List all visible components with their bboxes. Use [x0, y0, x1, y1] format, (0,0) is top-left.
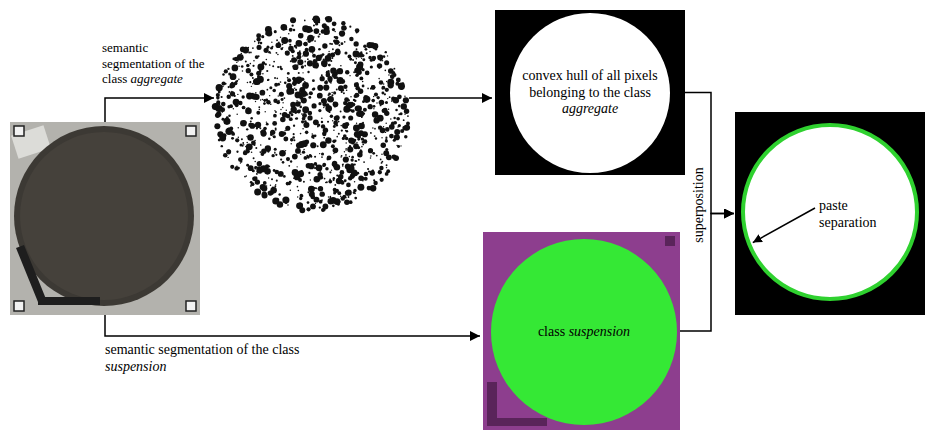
node-text: paste separation [819, 198, 897, 232]
text-part: aggregate [562, 101, 618, 116]
process-label: superposition [691, 167, 708, 242]
text-part: semantic segmentation of the class [105, 342, 299, 357]
node-text: class suspension [509, 324, 659, 341]
text-part: suspension [105, 359, 166, 374]
input-photo [10, 122, 200, 315]
text-part: class [538, 324, 569, 339]
merge-connector [680, 214, 734, 332]
aggregate-segmentation [212, 10, 410, 218]
process-label: semantic segmentation of the class aggre… [102, 40, 214, 87]
convex-hull-image: convex hull of all pixels belonging to t… [495, 10, 685, 175]
flow-arrows [105, 98, 492, 336]
image-background [735, 112, 925, 315]
text-part: suspension [569, 324, 630, 339]
node-text: convex hull of all pixels belonging to t… [515, 68, 665, 118]
suspension-image: class suspension [483, 232, 680, 430]
result-image: paste separation [735, 112, 925, 315]
text-part: aggregate [131, 71, 183, 86]
process-label: semantic segmentation of the class suspe… [105, 342, 345, 376]
text-part: convex hull of all pixels belonging to t… [522, 68, 657, 100]
leader-arrow [753, 208, 815, 243]
